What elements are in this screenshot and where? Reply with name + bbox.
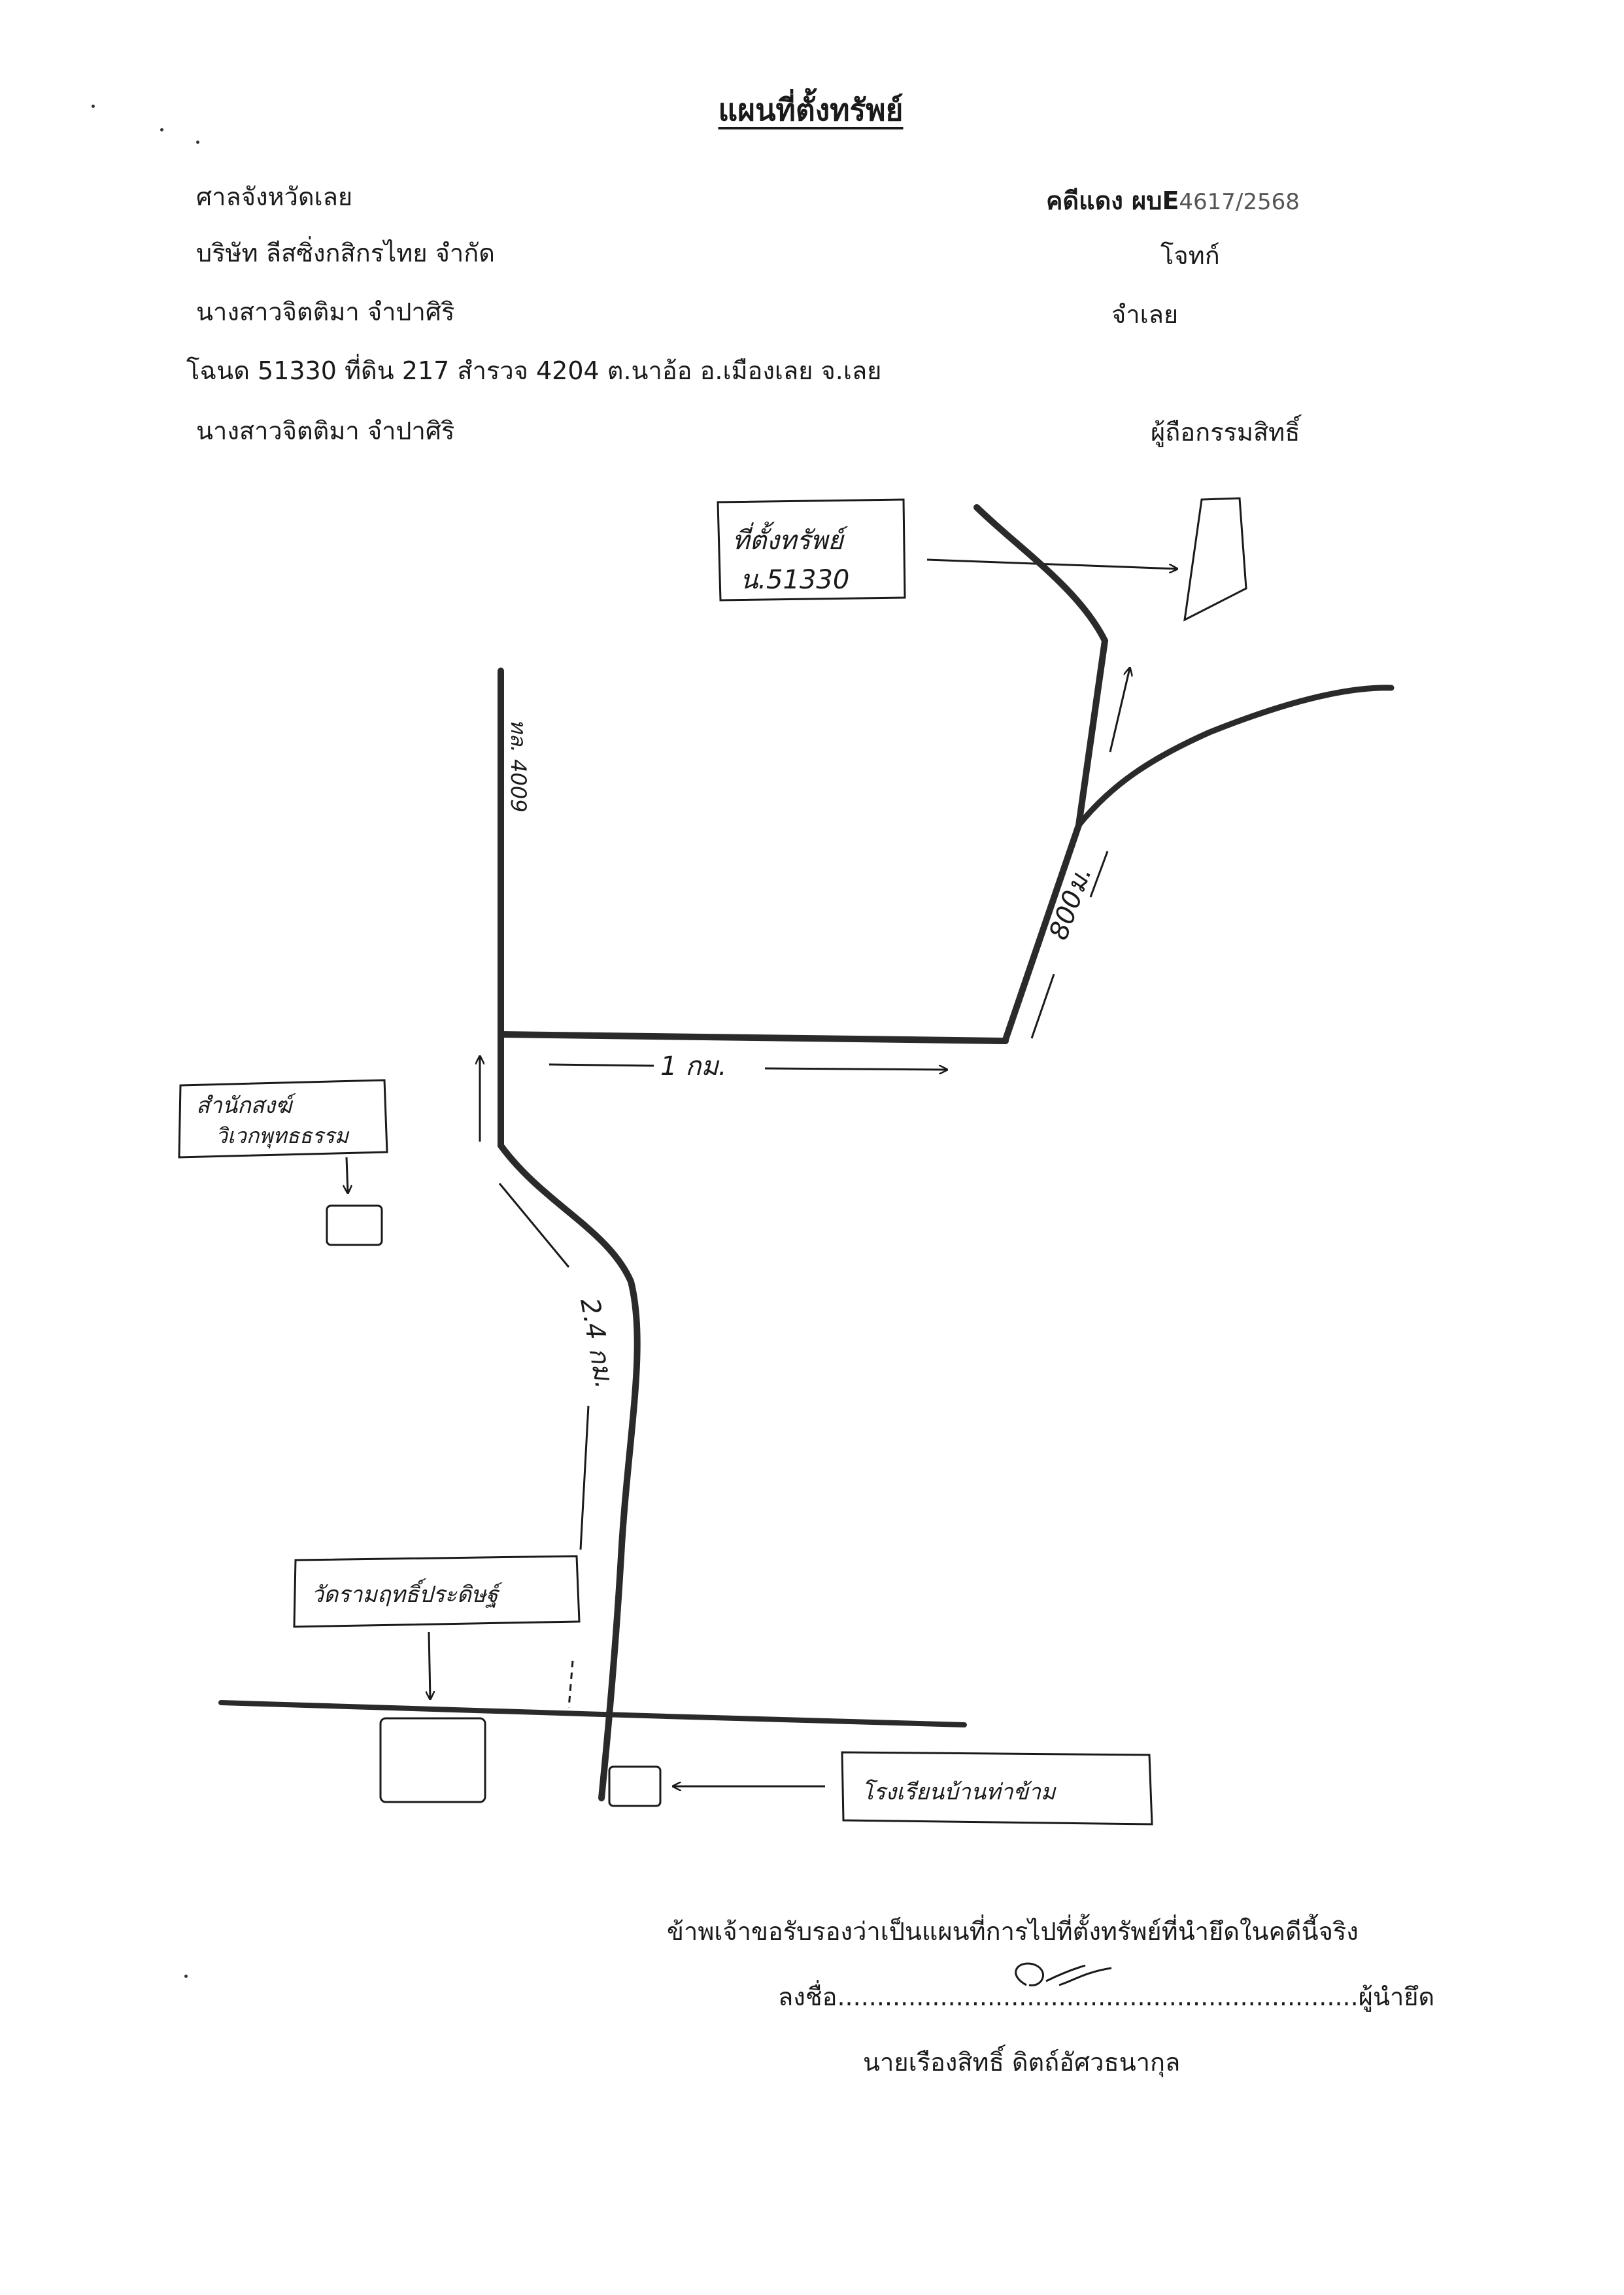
scan-speck <box>196 141 199 144</box>
plaintiff-role: โจทก์ <box>1160 241 1220 270</box>
sign-dots: ........................................… <box>837 1982 1359 2011</box>
property-plot-shape <box>1183 497 1247 622</box>
property-pointer-arrow <box>926 558 1177 569</box>
page-title: แผนที่ตั้งทรัพย์ <box>718 92 904 128</box>
distance-1km-guide-right <box>764 1068 947 1070</box>
scan-speck <box>160 128 163 131</box>
road-crossing <box>218 1700 967 1727</box>
signature-line: ลงชื่อ..................................… <box>778 1984 1434 2009</box>
monastery-label-line2: วิเวกพุทธธรรม <box>216 1123 350 1149</box>
sign-prefix: ลงชื่อ <box>778 1982 837 2011</box>
signature-mark <box>1015 1962 1112 1986</box>
temple-building <box>379 1717 486 1803</box>
road-to-property <box>973 504 1109 1043</box>
defendant-name: นางสาวจิตติมา จำปาศิริ <box>196 298 455 326</box>
owner-name: นางสาวจิตติมา จำปาศิริ <box>196 416 455 445</box>
distance-2-4km-guide-bottom <box>567 1660 574 1708</box>
plaintiff-name: บริษัท ลีสซิ่งกสิกรไทย จำกัด <box>196 239 495 267</box>
sign-suffix: ผู้นำยึด <box>1358 1982 1435 2011</box>
signer-name: นายเรืองสิทธิ์ ดิตถ์อัศวธนากุล <box>863 2048 1181 2077</box>
temple-label: วัดรามฤทธิ์ประดิษฐ์ <box>311 1578 503 1608</box>
certification-statement: ข้าพเจ้าขอรับรองว่าเป็นแผนที่การไปที่ตั้… <box>667 1917 1359 1946</box>
direction-arrow-north <box>1109 668 1130 753</box>
monastery-label-line1: สำนักสงฆ์ <box>196 1093 296 1119</box>
court-name: ศาลจังหวัดเลย <box>196 182 353 211</box>
road-4009-label: ทล. 4009 <box>506 719 531 812</box>
case-number-value: 4617/2568 <box>1179 189 1300 215</box>
scan-speck <box>92 105 95 108</box>
distance-800m-guide-high <box>1089 851 1109 898</box>
temple-pointer-arrow <box>429 1631 430 1699</box>
deed-details: โฉนด 51330 ที่ดิน 217 สำรวจ 4204 ต.นาอ้อ… <box>186 356 882 385</box>
distance-2-4km-guide-mid <box>579 1405 590 1550</box>
defendant-role: จำเลย <box>1111 300 1179 329</box>
case-number: คดีแดง ผบE4617/2568 <box>1046 188 1300 213</box>
road-1km-segment <box>498 1031 1009 1044</box>
school-building <box>608 1765 662 1807</box>
scan-speck <box>184 1975 188 1978</box>
distance-1km-guide-left <box>549 1063 654 1067</box>
case-number-prefix: คดีแดง ผบE <box>1046 186 1179 215</box>
owner-role: ผู้ถือกรรมสิทธิ์ <box>1151 418 1300 447</box>
distance-1km-label: 1 กม. <box>660 1051 726 1081</box>
monastery-label-box: สำนักสงฆ์ วิเวกพุทธธรรม <box>178 1079 388 1159</box>
road-branch-east <box>1075 685 1395 828</box>
temple-label-box: วัดรามฤทธิ์ประดิษฐ์ <box>293 1555 581 1628</box>
distance-2-4km-label: 2.4 กม. <box>574 1296 620 1391</box>
property-label-box: ที่ตั้งทรัพย์ น.51330 <box>717 498 906 602</box>
property-label-line1: ที่ตั้งทรัพย์ <box>732 521 849 556</box>
property-label-line2: น.51330 <box>740 565 849 595</box>
road-2-4km-segment <box>498 1142 641 1801</box>
roads <box>218 504 1395 1801</box>
school-label-box: โรงเรียนบ้านท่าข้าม <box>841 1751 1153 1826</box>
school-label: โรงเรียนบ้านท่าข้าม <box>862 1779 1057 1805</box>
monastery-building <box>326 1204 383 1246</box>
monastery-pointer-arrow <box>347 1157 348 1193</box>
distance-800m-guide-low <box>1030 974 1055 1039</box>
distance-2-4km-guide-top <box>498 1183 570 1268</box>
